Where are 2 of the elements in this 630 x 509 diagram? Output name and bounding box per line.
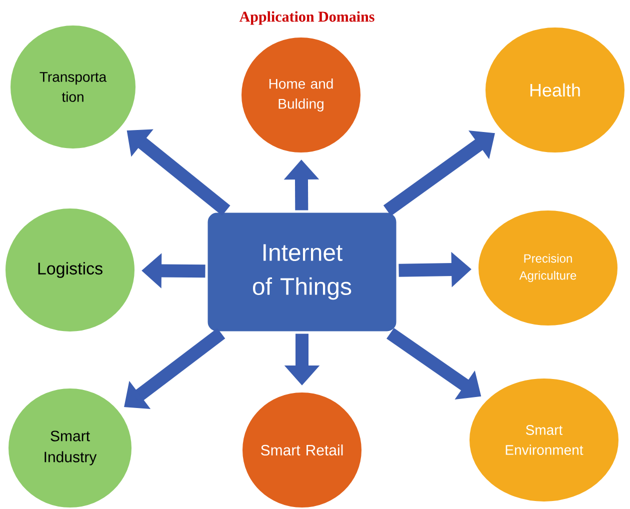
center-box: Internet of Things [206, 211, 398, 333]
title: Application Domains [239, 11, 374, 25]
